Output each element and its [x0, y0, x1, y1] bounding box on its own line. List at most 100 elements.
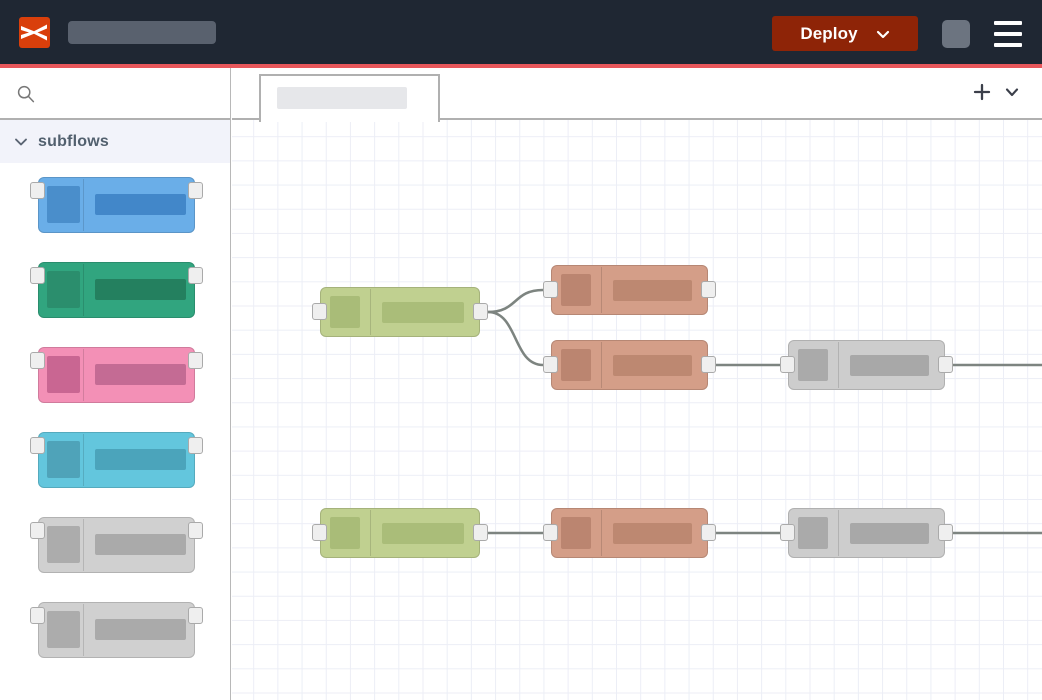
- palette-category-subflows[interactable]: subflows: [0, 120, 230, 163]
- flow-node-grey-2[interactable]: [788, 508, 945, 558]
- wire-n1-n3[interactable]: [487, 310, 544, 367]
- node-label-bar: [95, 619, 186, 640]
- node-input-port[interactable]: [543, 356, 558, 373]
- node-icon-box: [798, 349, 828, 381]
- node-output-port[interactable]: [938, 356, 953, 373]
- flow-wires: [487, 288, 1042, 535]
- flow-node-grey-1[interactable]: [788, 340, 945, 390]
- flow-node-green-1[interactable]: [320, 287, 480, 337]
- node-input-port[interactable]: [30, 267, 45, 284]
- node-output-port[interactable]: [188, 352, 203, 369]
- flow-node-salmon-2[interactable]: [551, 340, 708, 390]
- node-input-port[interactable]: [780, 524, 795, 541]
- node-output-port[interactable]: [701, 524, 716, 541]
- node-output-port[interactable]: [701, 281, 716, 298]
- node-icon-box: [47, 441, 80, 478]
- node-input-port[interactable]: [780, 356, 795, 373]
- node-label-bar: [850, 355, 929, 376]
- menu-bar-1: [994, 21, 1022, 25]
- flow-node-green-2[interactable]: [320, 508, 480, 558]
- flow-node-salmon-1[interactable]: [551, 265, 708, 315]
- node-output-port[interactable]: [188, 607, 203, 624]
- node-output-port[interactable]: [701, 356, 716, 373]
- node-icon-box: [47, 526, 80, 563]
- node-label-bar: [382, 302, 464, 323]
- deploy-button[interactable]: Deploy: [772, 16, 918, 51]
- node-input-port[interactable]: [30, 437, 45, 454]
- subflow-node-green[interactable]: [38, 262, 195, 318]
- node-label-bar: [95, 364, 186, 385]
- node-divider: [370, 289, 371, 335]
- menu-bar-2: [994, 32, 1022, 36]
- palette-item[interactable]: [0, 418, 230, 503]
- node-output-port[interactable]: [188, 522, 203, 539]
- node-label-bar: [95, 449, 186, 470]
- palette-item[interactable]: [0, 588, 230, 673]
- wire-n1-n2[interactable]: [487, 288, 544, 314]
- chevron-down-icon: [876, 27, 890, 41]
- flow-canvas[interactable]: [232, 120, 1042, 700]
- node-icon-box: [561, 517, 591, 549]
- palette-item[interactable]: [0, 163, 230, 248]
- flow-node-salmon-3[interactable]: [551, 508, 708, 558]
- node-input-port[interactable]: [543, 524, 558, 541]
- node-icon-box: [47, 611, 80, 648]
- flow-tab-1[interactable]: [259, 74, 440, 122]
- node-icon-box: [561, 274, 591, 306]
- flow-tab-label: [277, 87, 407, 109]
- node-divider: [601, 267, 602, 313]
- palette-node-list: [0, 163, 230, 673]
- workspace: [232, 68, 1042, 700]
- node-label-bar: [382, 523, 464, 544]
- deploy-button-label: Deploy: [800, 23, 858, 43]
- palette-item[interactable]: [0, 503, 230, 588]
- palette-search-input[interactable]: [44, 80, 223, 110]
- node-divider: [83, 179, 84, 231]
- menu-bar-3: [994, 43, 1022, 47]
- node-output-port[interactable]: [188, 437, 203, 454]
- app-title-placeholder: [68, 21, 216, 44]
- node-divider: [838, 510, 839, 556]
- node-divider: [83, 519, 84, 571]
- subflow-node-grey-1[interactable]: [38, 517, 195, 573]
- subflow-node-blue[interactable]: [38, 177, 195, 233]
- hamburger-menu-icon[interactable]: [994, 21, 1022, 47]
- node-label-bar: [613, 523, 692, 544]
- palette-item[interactable]: [0, 248, 230, 333]
- node-input-port[interactable]: [312, 303, 327, 320]
- palette-item[interactable]: [0, 333, 230, 418]
- subflow-node-pink[interactable]: [38, 347, 195, 403]
- palette-search-row: [0, 68, 230, 120]
- node-divider: [601, 510, 602, 556]
- node-icon-box: [561, 349, 591, 381]
- node-label-bar: [613, 280, 692, 301]
- palette-sidebar: subflows: [0, 68, 231, 700]
- node-input-port[interactable]: [543, 281, 558, 298]
- flow-tab-menu-button[interactable]: [1002, 82, 1022, 102]
- node-output-port[interactable]: [188, 182, 203, 199]
- node-output-port[interactable]: [938, 524, 953, 541]
- header-accent-bar: [0, 64, 1042, 68]
- node-icon-box: [47, 186, 80, 223]
- node-input-port[interactable]: [30, 607, 45, 624]
- node-output-port[interactable]: [473, 303, 488, 320]
- palette-category-label: subflows: [38, 132, 109, 150]
- subflow-node-cyan[interactable]: [38, 432, 195, 488]
- node-input-port[interactable]: [30, 522, 45, 539]
- node-label-bar: [95, 279, 186, 300]
- user-avatar-icon[interactable]: [942, 20, 970, 48]
- node-divider: [370, 510, 371, 556]
- node-input-port[interactable]: [30, 352, 45, 369]
- node-input-port[interactable]: [30, 182, 45, 199]
- node-icon-box: [330, 517, 360, 549]
- add-flow-tab-button[interactable]: [972, 82, 992, 102]
- node-label-bar: [95, 534, 186, 555]
- subflow-node-grey-2[interactable]: [38, 602, 195, 658]
- node-icon-box: [330, 296, 360, 328]
- node-icon-box: [47, 271, 80, 308]
- node-output-port[interactable]: [188, 267, 203, 284]
- chevron-down-icon: [12, 133, 30, 151]
- app-header: Deploy: [0, 0, 1042, 64]
- node-output-port[interactable]: [473, 524, 488, 541]
- node-input-port[interactable]: [312, 524, 327, 541]
